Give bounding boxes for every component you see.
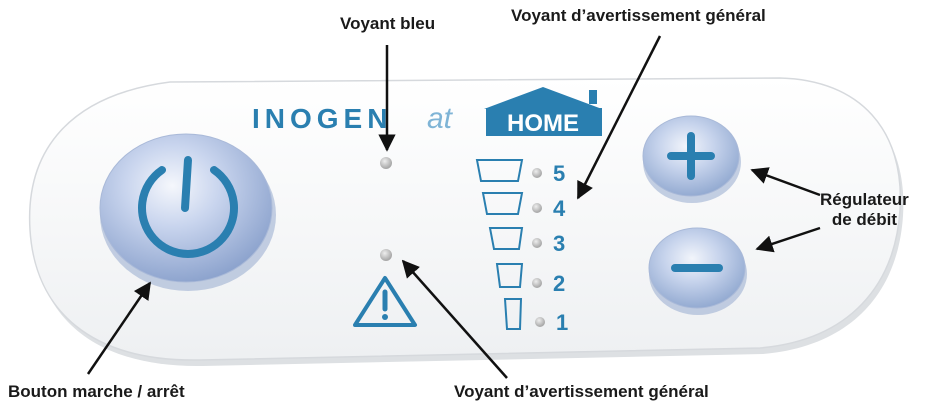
label-flow-regulator: Régulateur de débit [820, 190, 909, 230]
level-led-4 [532, 203, 542, 213]
callout-arrows [86, 35, 821, 379]
flow-bar-2 [495, 263, 524, 288]
power-button[interactable] [99, 133, 276, 291]
flow-bar-5 [475, 159, 524, 182]
arrow-regulator-minus [755, 226, 821, 253]
label-flow-regulator-line2: de débit [831, 210, 897, 229]
arrow-warning-top [576, 35, 662, 200]
label-general-warning-bottom: Voyant d’avertissement général [454, 382, 709, 401]
brand-inogen: INOGEN [252, 103, 392, 134]
label-flow-regulator-line1: Régulateur [820, 190, 909, 209]
plus-icon [667, 132, 715, 180]
flow-level-indicators: 5 4 3 2 1 [532, 161, 568, 335]
level-led-1 [535, 317, 545, 327]
blue-indicator-led [380, 157, 392, 169]
warning-indicator-led [380, 249, 392, 261]
level-led-3 [532, 238, 542, 248]
decrease-flow-button[interactable] [648, 227, 747, 315]
level-led-5 [532, 168, 542, 178]
level-number-5: 5 [553, 161, 565, 186]
brand-home: HOME [507, 110, 579, 137]
label-power-button: Bouton marche / arrêt [8, 382, 185, 401]
level-number-3: 3 [553, 231, 565, 256]
label-blue-light: Voyant bleu [340, 14, 436, 33]
label-general-warning-top: Voyant d’avertissement général [511, 6, 766, 25]
increase-flow-button[interactable] [642, 115, 741, 203]
brand-at: at [427, 102, 454, 135]
level-number-4: 4 [553, 196, 566, 221]
warning-triangle-icon [353, 276, 417, 327]
arrow-power-button [86, 281, 152, 375]
brand-home-house-icon [484, 87, 602, 136]
brand-logo: INOGEN at HOME [252, 87, 602, 137]
arrow-regulator-plus [750, 167, 821, 197]
flow-bar-3 [488, 227, 524, 250]
flow-bar-4 [481, 192, 524, 215]
level-led-2 [532, 278, 542, 288]
level-number-2: 2 [553, 271, 565, 296]
flow-bar-1 [503, 298, 523, 330]
flow-level-bars [475, 159, 524, 330]
arrow-warning-bottom [401, 259, 508, 379]
level-number-1: 1 [556, 310, 568, 335]
power-icon [138, 156, 238, 258]
